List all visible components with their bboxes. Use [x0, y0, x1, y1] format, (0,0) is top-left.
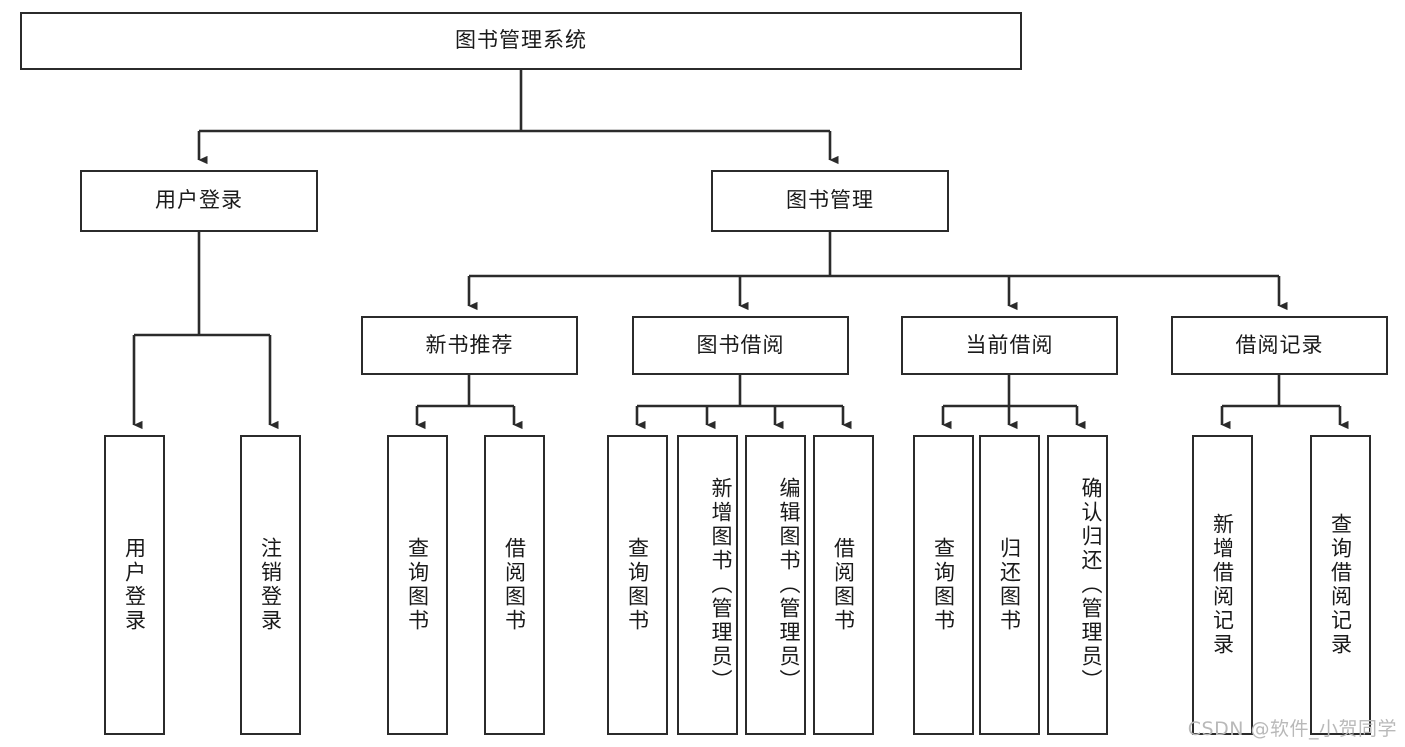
- node-label: 借阅图书: [502, 537, 527, 633]
- node-label: 用户登录: [122, 537, 147, 633]
- leaf-book-borrow-edit-book-admin[interactable]: 编辑图书（管理员）: [745, 435, 806, 735]
- node-label: 编辑图书（管理员）: [777, 477, 801, 693]
- node-new-book-recommend[interactable]: 新书推荐: [361, 316, 578, 375]
- node-current-borrow[interactable]: 当前借阅: [901, 316, 1118, 375]
- node-label: 图书管理系统: [455, 28, 587, 53]
- leaf-current-borrow-confirm-return-admin[interactable]: 确认归还（管理员）: [1047, 435, 1108, 735]
- node-label: 查询图书: [625, 537, 650, 633]
- node-label: 新书推荐: [425, 332, 514, 357]
- leaf-book-borrow-borrow-book[interactable]: 借阅图书: [813, 435, 874, 735]
- leaf-borrow-record-add-record[interactable]: 新增借阅记录: [1192, 435, 1253, 735]
- node-label: 借阅记录: [1235, 332, 1324, 357]
- node-label: 当前借阅: [965, 332, 1054, 357]
- leaf-new-book-query-book[interactable]: 查询图书: [387, 435, 448, 735]
- node-book-management[interactable]: 图书管理: [711, 170, 949, 232]
- leaf-user-login-login[interactable]: 用户登录: [104, 435, 165, 735]
- node-label: 归还图书: [997, 537, 1022, 633]
- leaf-user-login-logout[interactable]: 注销登录: [240, 435, 301, 735]
- node-label: 图书借阅: [696, 332, 785, 357]
- node-label: 用户登录: [155, 188, 243, 213]
- leaf-current-borrow-return-book[interactable]: 归还图书: [979, 435, 1040, 735]
- node-label: 查询图书: [405, 537, 430, 633]
- node-label: 确认归还（管理员）: [1079, 477, 1103, 693]
- node-label: 借阅图书: [831, 537, 856, 633]
- node-label: 图书管理: [786, 188, 874, 213]
- node-book-borrow[interactable]: 图书借阅: [632, 316, 849, 375]
- leaf-borrow-record-query-record[interactable]: 查询借阅记录: [1310, 435, 1371, 735]
- node-user-login[interactable]: 用户登录: [80, 170, 318, 232]
- leaf-new-book-borrow-book[interactable]: 借阅图书: [484, 435, 545, 735]
- node-label: 查询图书: [931, 537, 956, 633]
- node-label: 查询借阅记录: [1328, 513, 1353, 657]
- node-borrow-record[interactable]: 借阅记录: [1171, 316, 1388, 375]
- node-label: 注销登录: [258, 537, 283, 633]
- node-label: 新增借阅记录: [1210, 513, 1235, 657]
- watermark-text: CSDN @软件_小贺同学: [1187, 718, 1397, 740]
- node-label: 新增图书（管理员）: [709, 477, 733, 693]
- leaf-book-borrow-query-book[interactable]: 查询图书: [607, 435, 668, 735]
- leaf-current-borrow-query-book[interactable]: 查询图书: [913, 435, 974, 735]
- node-root-book-management-system[interactable]: 图书管理系统: [20, 12, 1022, 70]
- leaf-book-borrow-add-book-admin[interactable]: 新增图书（管理员）: [677, 435, 738, 735]
